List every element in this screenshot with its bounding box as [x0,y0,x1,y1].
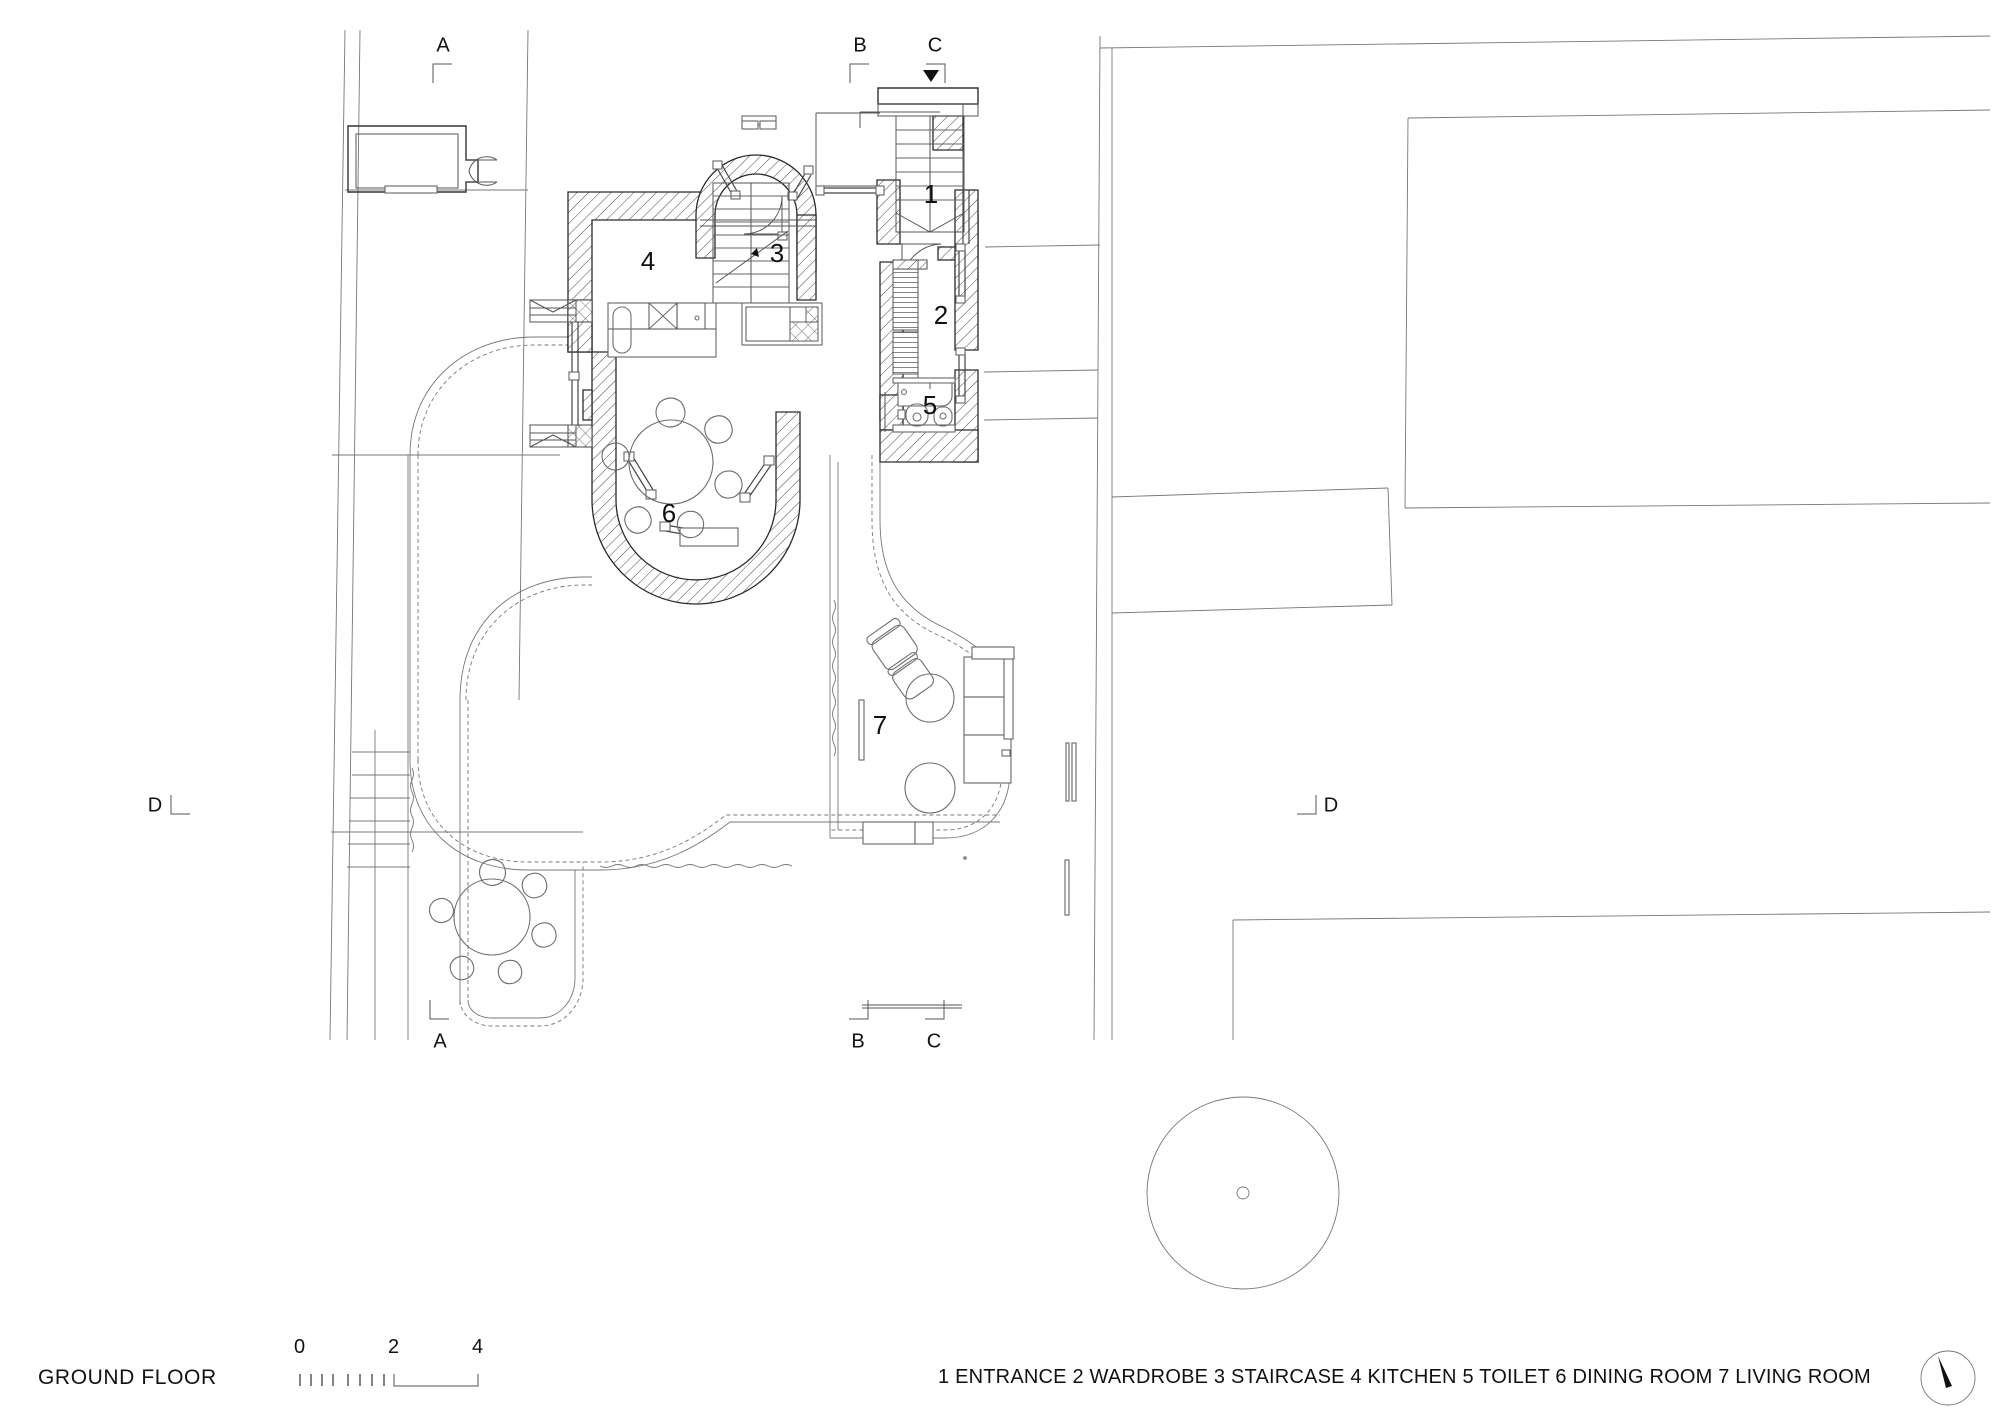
section-letter-a-bottom: A [433,1030,447,1052]
room-number-labels: 1 2 3 4 5 6 7 [641,179,948,740]
page-title: GROUND FLOOR [38,1366,217,1389]
dining-table-set [601,397,743,539]
room-label-1: 1 [924,179,938,209]
terrace-steps-west [529,299,577,448]
site-boundaries [329,29,1991,1041]
scale-bar [299,1374,479,1387]
section-letter-b-bottom: B [851,1030,864,1052]
exterior-steps [347,730,410,1040]
room-label-3: 3 [770,238,784,268]
legend-text: 1 ENTRANCE 2 WARDROBE 3 STAIRCASE 4 KITC… [938,1366,1871,1388]
scale-tick-2: 2 [388,1336,400,1358]
toilet-fittings [884,392,956,433]
terrace-outline [409,336,1000,1027]
room-label-2: 2 [934,300,948,330]
windows-glazing [568,115,970,547]
room-label-7: 7 [873,710,887,740]
scale-tick-4: 4 [472,1336,484,1358]
room-label-4: 4 [641,246,655,276]
wardrobe-fittings [892,259,956,407]
scale-tick-0: 0 [294,1336,306,1358]
garage-outbuilding [347,125,498,194]
garden-dining-table-set [428,858,557,985]
living-room-furniture [862,617,1077,1009]
room-label-5: 5 [923,390,937,420]
section-letter-a-top: A [436,34,450,56]
north-arrow [1920,1350,1976,1406]
section-letter-c-top: C [928,34,942,56]
interior-staircase [712,182,790,304]
kitchen-fittings [607,302,823,358]
hatched-walls [567,115,979,605]
tree-symbol [1146,1096,1340,1290]
living-room-radiator [858,699,865,761]
section-letter-b-top: B [853,34,866,56]
section-markers: A B C D D A B C [148,34,1338,1052]
section-letter-d-left: D [148,794,162,816]
entrance-stair [895,115,965,233]
section-letter-d-right: D [1324,794,1338,816]
section-letter-c-bottom: C [927,1030,941,1052]
room-label-6: 6 [662,498,676,528]
